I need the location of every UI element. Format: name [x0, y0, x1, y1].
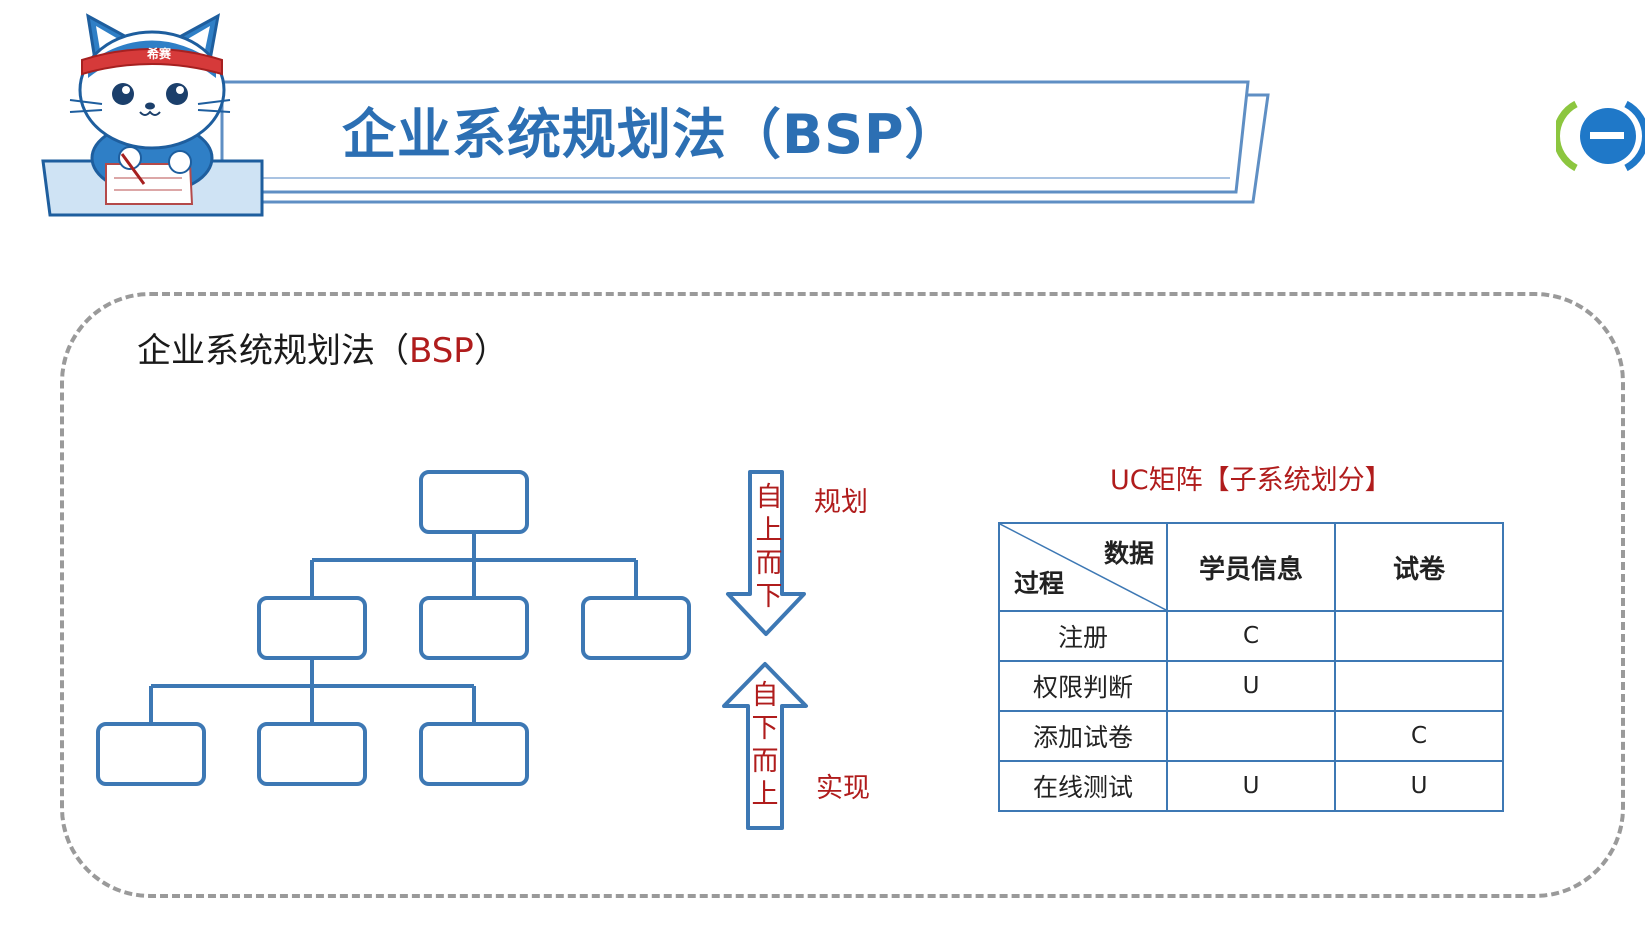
bottom-up-arrow-text: 自 下 而 上 [749, 679, 781, 811]
org-node-level2-middle [419, 596, 529, 660]
corner-diagonal-line [1000, 524, 1166, 610]
process-name: 在线测试 [998, 760, 1168, 812]
planning-label: 规划 [814, 487, 868, 518]
section-title-highlight: BSP [409, 331, 474, 371]
mascot-cat-icon [41, 13, 264, 217]
uc-matrix-title: UC矩阵【子系统划分】 [1110, 465, 1392, 496]
mascot-headband-text: 希赛 [146, 47, 171, 61]
top-down-char-4: 下 [755, 581, 783, 612]
org-node-level3-right [419, 722, 529, 786]
top-down-arrow-text: 自 上 而 下 [753, 481, 785, 613]
top-down-arrow-icon [726, 470, 806, 636]
section-title-prefix: 企业系统规划法（ [137, 331, 409, 371]
matrix-cell: C [1166, 610, 1336, 662]
column-header-student-info: 学员信息 [1166, 522, 1336, 612]
top-down-char-3: 而 [755, 548, 783, 579]
uc-matrix-corner-cell: 数据 过程 [998, 522, 1168, 612]
column-header-exam-paper: 试卷 [1334, 522, 1504, 612]
matrix-cell [1166, 710, 1336, 762]
process-name: 注册 [998, 610, 1168, 662]
org-node-level3-middle [257, 722, 367, 786]
matrix-cell [1334, 660, 1504, 712]
bottom-up-arrow-icon [722, 662, 808, 830]
matrix-cell: U [1334, 760, 1504, 812]
org-node-level2-right [581, 596, 691, 660]
top-down-char-1: 自 [755, 482, 783, 513]
corner-process-label: 过程 [1014, 569, 1065, 598]
table-row: 注册 C [998, 610, 1504, 662]
bottom-up-char-3: 而 [751, 746, 779, 777]
matrix-cell: U [1166, 660, 1336, 712]
table-row: 权限判断 U [998, 660, 1504, 712]
implementation-label: 实现 [816, 773, 870, 804]
matrix-cell: U [1166, 760, 1336, 812]
uc-matrix-table: 数据 过程 学员信息 试卷 注册 C 权限判断 U 添加试卷 C 在线测试 U … [998, 522, 1504, 812]
org-node-level2-left [257, 596, 367, 660]
table-row: 添加试卷 C [998, 710, 1504, 762]
org-node-level3-left [96, 722, 206, 786]
bottom-up-char-2: 下 [751, 713, 779, 744]
uc-matrix-header-row: 数据 过程 学员信息 试卷 [998, 522, 1504, 612]
bottom-up-char-1: 自 [751, 680, 779, 711]
content-panel [60, 292, 1625, 898]
table-row: 在线测试 U U [998, 760, 1504, 812]
page-title: 企业系统规划法（BSP） [342, 103, 960, 166]
brand-logo-icon [1556, 100, 1645, 172]
section-title: 企业系统规划法（BSP） [137, 330, 508, 372]
top-down-char-2: 上 [755, 515, 783, 546]
process-name: 添加试卷 [998, 710, 1168, 762]
matrix-cell [1334, 610, 1504, 662]
matrix-cell: C [1334, 710, 1504, 762]
section-title-suffix: ） [473, 331, 508, 371]
process-name: 权限判断 [998, 660, 1168, 712]
org-node-root [419, 470, 529, 534]
bottom-up-char-4: 上 [751, 779, 779, 810]
corner-data-label: 数据 [1103, 539, 1154, 568]
